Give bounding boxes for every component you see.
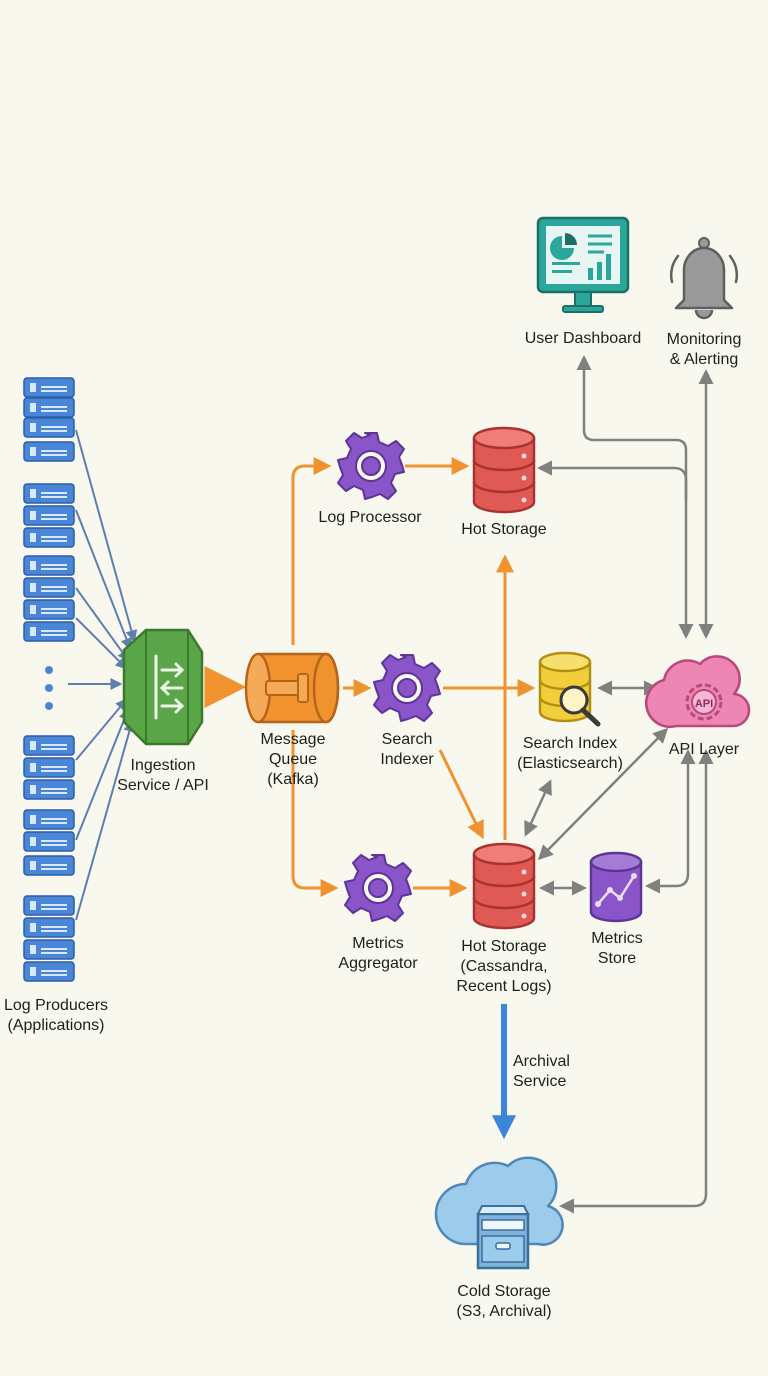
cold-storage-label: Cold Storage (S3, Archival) xyxy=(456,1283,552,1320)
search-index-icon xyxy=(538,651,601,727)
hot-storage-main-label: Hot Storage (Cassandra, Recent Logs) xyxy=(456,938,552,995)
message-queue-icon xyxy=(244,652,340,724)
api-badge-text: API xyxy=(695,698,713,710)
user-dashboard-label: User Dashboard xyxy=(524,330,642,347)
search-indexer-label: Search Indexer xyxy=(380,731,434,768)
message-queue-label: Message Queue (Kafka) xyxy=(260,731,326,788)
producers-ellipsis xyxy=(45,666,53,710)
ingestion-service-icon xyxy=(122,628,204,746)
hot-storage-top-label: Hot Storage xyxy=(461,521,547,538)
metrics-store-label: Metrics Store xyxy=(591,930,643,967)
api-layer-label: API Layer xyxy=(668,741,740,758)
bell-icon xyxy=(669,237,739,320)
metrics-aggregator-label: Metrics Aggregator xyxy=(338,935,418,972)
producer-arrows xyxy=(68,429,138,921)
monitoring-label: Monitoring & Alerting xyxy=(666,331,742,368)
hot-storage-top-icon xyxy=(472,426,536,514)
hot-storage-main-icon xyxy=(472,842,536,930)
log-processor-icon xyxy=(337,432,405,500)
ingestion-label: Ingestion Service / API xyxy=(117,757,209,794)
cold-storage-icon xyxy=(434,1156,564,1270)
log-processor-label: Log Processor xyxy=(318,509,422,526)
search-index-label: Search Index (Elasticsearch) xyxy=(517,735,623,772)
flow-arrows xyxy=(204,457,536,897)
api-arrows xyxy=(524,355,714,1214)
api-layer-icon xyxy=(644,655,751,728)
log-producers-label: Log Producers (Applications) xyxy=(3,997,109,1034)
log-producers-icon xyxy=(23,377,75,982)
user-dashboard-icon xyxy=(536,216,630,313)
metrics-aggregator-icon xyxy=(344,854,412,922)
archival-service-label: Archival Service xyxy=(513,1053,570,1090)
metrics-store-icon xyxy=(589,851,643,923)
search-indexer-icon xyxy=(373,654,441,722)
